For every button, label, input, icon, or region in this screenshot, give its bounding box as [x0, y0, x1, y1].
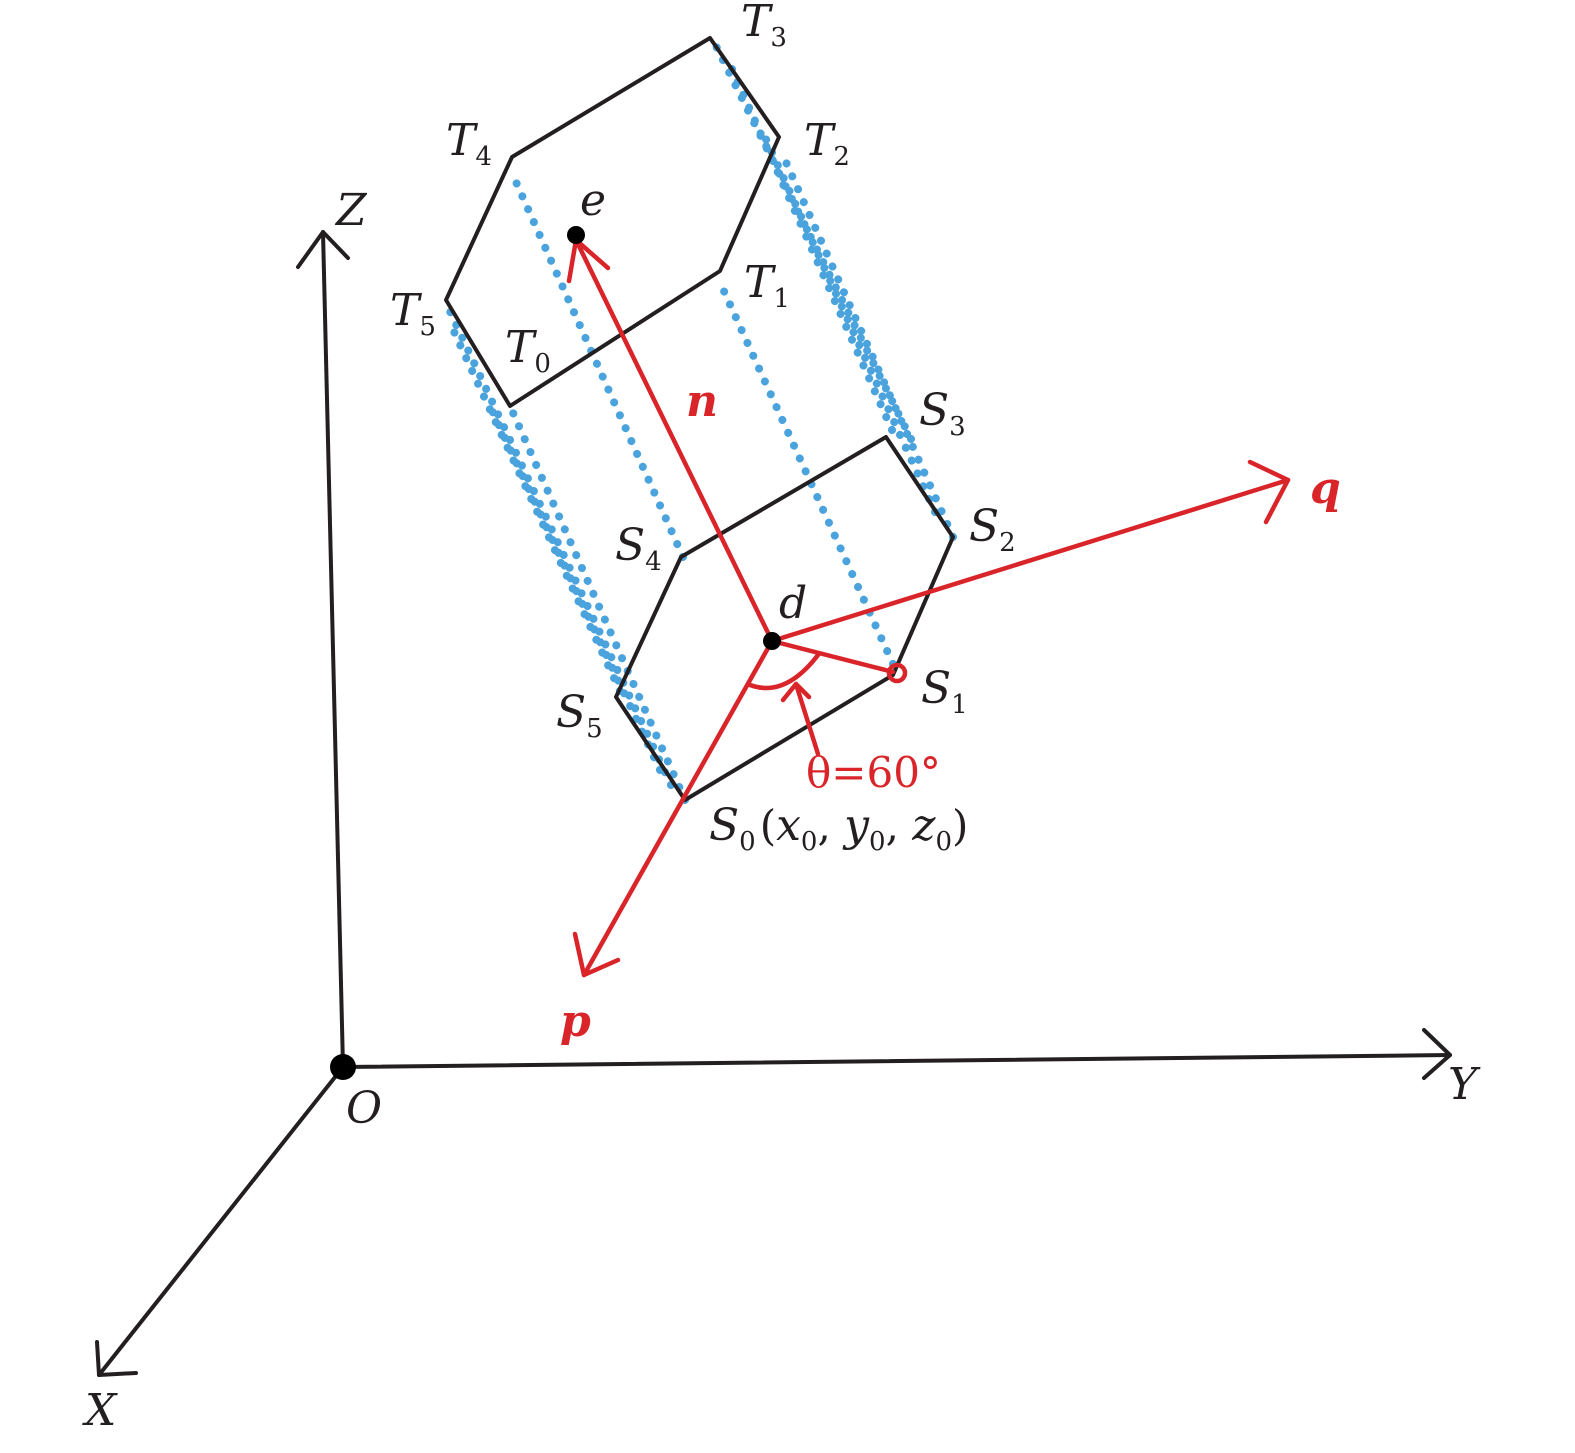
d-to-s1-segment	[769, 638, 896, 675]
vertex-t5-label: T5	[390, 285, 436, 342]
z-axis-arrowhead	[296, 230, 350, 269]
edge-s3-t3-b	[724, 56, 896, 434]
point-e	[567, 226, 585, 244]
angle-pointer-arrowhead	[780, 681, 812, 703]
edge-s2-t2-b	[761, 133, 939, 516]
z-axis-label: Z	[334, 185, 368, 236]
bottom-hexagon	[614, 435, 955, 802]
top-hexagon	[444, 36, 781, 408]
vertex-s3-label: S3	[919, 385, 966, 442]
p-vector	[581, 638, 775, 978]
vertex-t4-label: T4	[446, 115, 492, 172]
n-vector	[573, 237, 775, 644]
vertex-s0-label: S0 (x0, y0, z0)	[709, 800, 968, 857]
q-vector-arrowhead	[1247, 459, 1291, 525]
angle-arc	[747, 652, 821, 691]
point-d-label: d	[779, 578, 807, 629]
origin-point	[330, 1054, 356, 1080]
edge-s5-t5	[446, 319, 624, 695]
vertex-t0-label: T0	[505, 322, 551, 379]
point-e-label: e	[580, 175, 606, 226]
s1-marker	[886, 662, 908, 684]
x-axis-arrowhead	[95, 1340, 138, 1377]
vertex-t1-label: T1	[744, 257, 790, 314]
z-axis	[321, 230, 345, 1069]
y-axis	[341, 1053, 1452, 1069]
p-vector-label: p	[560, 996, 591, 1047]
x-axis-label: X	[82, 1385, 118, 1436]
vertex-s5-label: S5	[556, 687, 603, 744]
q-vector	[769, 477, 1291, 644]
local-frame-vectors	[566, 237, 1291, 978]
point-d	[763, 632, 781, 650]
y-axis-arrowhead	[1422, 1028, 1452, 1080]
vertex-t2-label: T2	[804, 115, 850, 172]
vertex-t3-label: T3	[741, 0, 787, 53]
edge-s3-t3	[709, 36, 915, 443]
vertex-s4-label: S4	[615, 520, 662, 577]
coordinate-axes: Z Y X O	[82, 185, 1481, 1436]
p-vector-arrowhead	[572, 931, 621, 978]
angle-pointer	[793, 681, 821, 757]
q-vector-label: q	[1310, 463, 1341, 514]
angle-label: θ=60°	[806, 748, 941, 797]
edge-s2-t2	[777, 147, 957, 541]
edge-s0-t0	[506, 402, 689, 804]
x-axis	[97, 1065, 345, 1377]
edge-s4-t4	[508, 169, 687, 561]
lateral-edges	[443, 36, 957, 804]
origin-label: O	[346, 1083, 382, 1134]
vertex-s2-label: S2	[969, 501, 1016, 558]
y-axis-label: Y	[1448, 1059, 1481, 1110]
edge-s1-t1	[719, 285, 897, 668]
n-vector-label: n	[686, 376, 718, 427]
vertex-s1-label: S1	[921, 663, 968, 720]
